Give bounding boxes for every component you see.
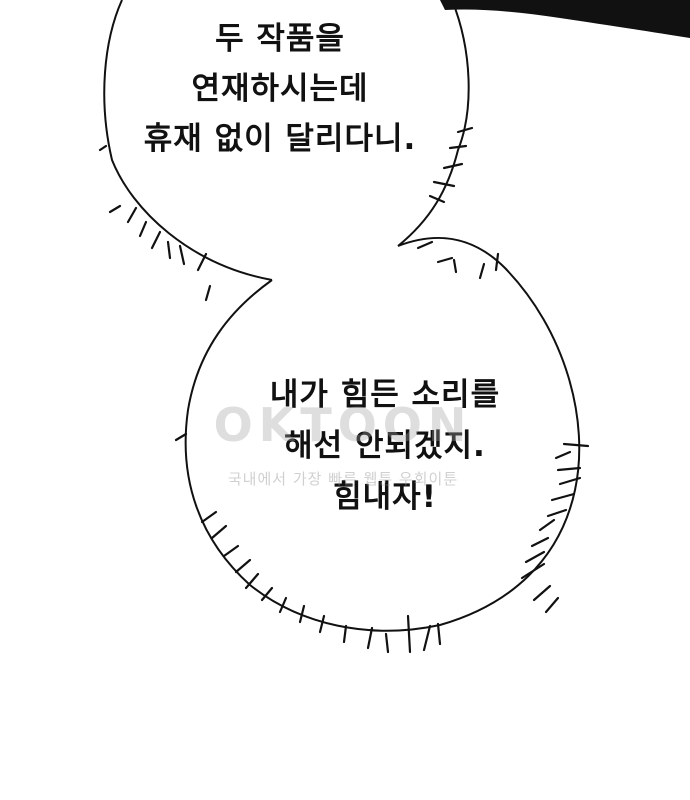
ink-stroke-top bbox=[440, 0, 690, 38]
speech-bubble-1-right bbox=[397, 0, 470, 247]
speech-bubble-1 bbox=[103, 0, 273, 281]
dialogue-line: 내가 힘든 소리를 bbox=[269, 377, 501, 413]
watermark-logo: OKTOON bbox=[213, 398, 473, 452]
dialogue-line: 힘내자! bbox=[333, 479, 437, 515]
speech-bubble-2-text: 내가 힘든 소리를 해선 안되겠지. 힘내자! bbox=[220, 370, 550, 523]
dialogue-line: 해선 안되겠지. bbox=[284, 428, 486, 464]
dialogue-line: 휴재 없이 달리다니. bbox=[143, 121, 417, 157]
bubble-2-stitches bbox=[174, 240, 590, 654]
dialogue-line: 두 작품을 bbox=[215, 21, 345, 57]
bubble-1-stitches bbox=[98, 126, 474, 302]
speech-bubble-2 bbox=[184, 236, 581, 632]
speech-bubble-1-text: 두 작품을 연재하시는데 휴재 없이 달리다니. bbox=[110, 14, 450, 164]
watermark-tagline: 국내에서 가장 빠른 웹툰 우회이툰 bbox=[227, 470, 459, 488]
dialogue-line: 연재하시는데 bbox=[191, 71, 369, 107]
